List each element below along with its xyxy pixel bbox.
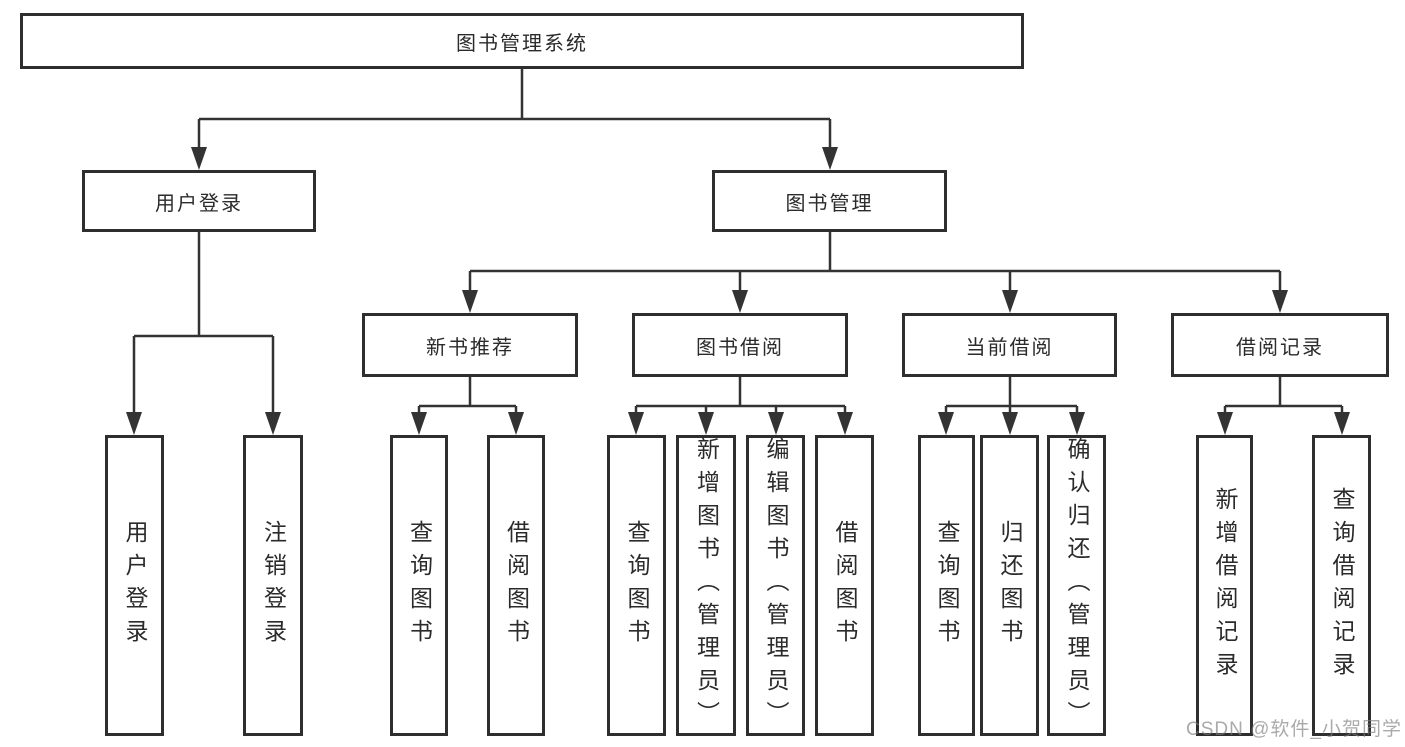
leaf-cb-query-books: 查询图书 <box>918 435 975 736</box>
leaf-label: 查询图书 <box>406 519 433 652</box>
leaf-user-login: 用户登录 <box>105 435 164 736</box>
leaf-bb-borrow-books: 借阅图书 <box>815 435 874 736</box>
leaf-bb-add-book-admin: 新增图书（管理员） <box>676 435 736 736</box>
node-current-borrow: 当前借阅 <box>902 313 1117 377</box>
leaf-label: 借阅图书 <box>832 519 858 652</box>
node-borrow-records: 借阅记录 <box>1171 313 1389 377</box>
node-root-system: 图书管理系统 <box>20 13 1024 69</box>
leaf-label: 注销登录 <box>260 519 287 652</box>
leaf-label: 查询图书 <box>934 519 960 652</box>
leaf-label: 编辑图书（管理员） <box>763 437 789 734</box>
leaf-label: 查询借阅记录 <box>1329 486 1355 685</box>
node-book-borrow: 图书借阅 <box>632 313 848 377</box>
leaf-label: 归还图书 <box>997 519 1023 652</box>
leaf-br-query-record: 查询借阅记录 <box>1312 435 1371 736</box>
leaf-nb-borrow-books: 借阅图书 <box>487 435 545 736</box>
leaf-label: 借阅图书 <box>503 519 530 652</box>
leaf-label: 用户登录 <box>122 519 148 652</box>
node-book-management: 图书管理 <box>712 170 947 232</box>
leaf-br-add-record: 新增借阅记录 <box>1196 435 1253 736</box>
leaf-cb-return-books: 归还图书 <box>980 435 1039 736</box>
csdn-watermark: CSDN @软件_小贺同学 <box>1186 719 1402 740</box>
leaf-cb-confirm-return-admin: 确认归还（管理员） <box>1047 435 1106 736</box>
arrowheads <box>126 147 1350 435</box>
leaf-label: 查询图书 <box>624 519 650 652</box>
leaf-bb-edit-book-admin: 编辑图书（管理员） <box>746 435 805 736</box>
leaf-label: 新增图书（管理员） <box>693 437 720 734</box>
node-user-login: 用户登录 <box>82 170 316 232</box>
leaf-bb-query-books: 查询图书 <box>607 435 666 736</box>
leaf-label: 新增借阅记录 <box>1212 486 1238 685</box>
leaf-label: 确认归还（管理员） <box>1064 437 1090 734</box>
leaf-logout: 注销登录 <box>243 435 303 736</box>
node-new-book-recommend: 新书推荐 <box>362 313 578 377</box>
leaf-nb-query-books: 查询图书 <box>390 435 448 736</box>
